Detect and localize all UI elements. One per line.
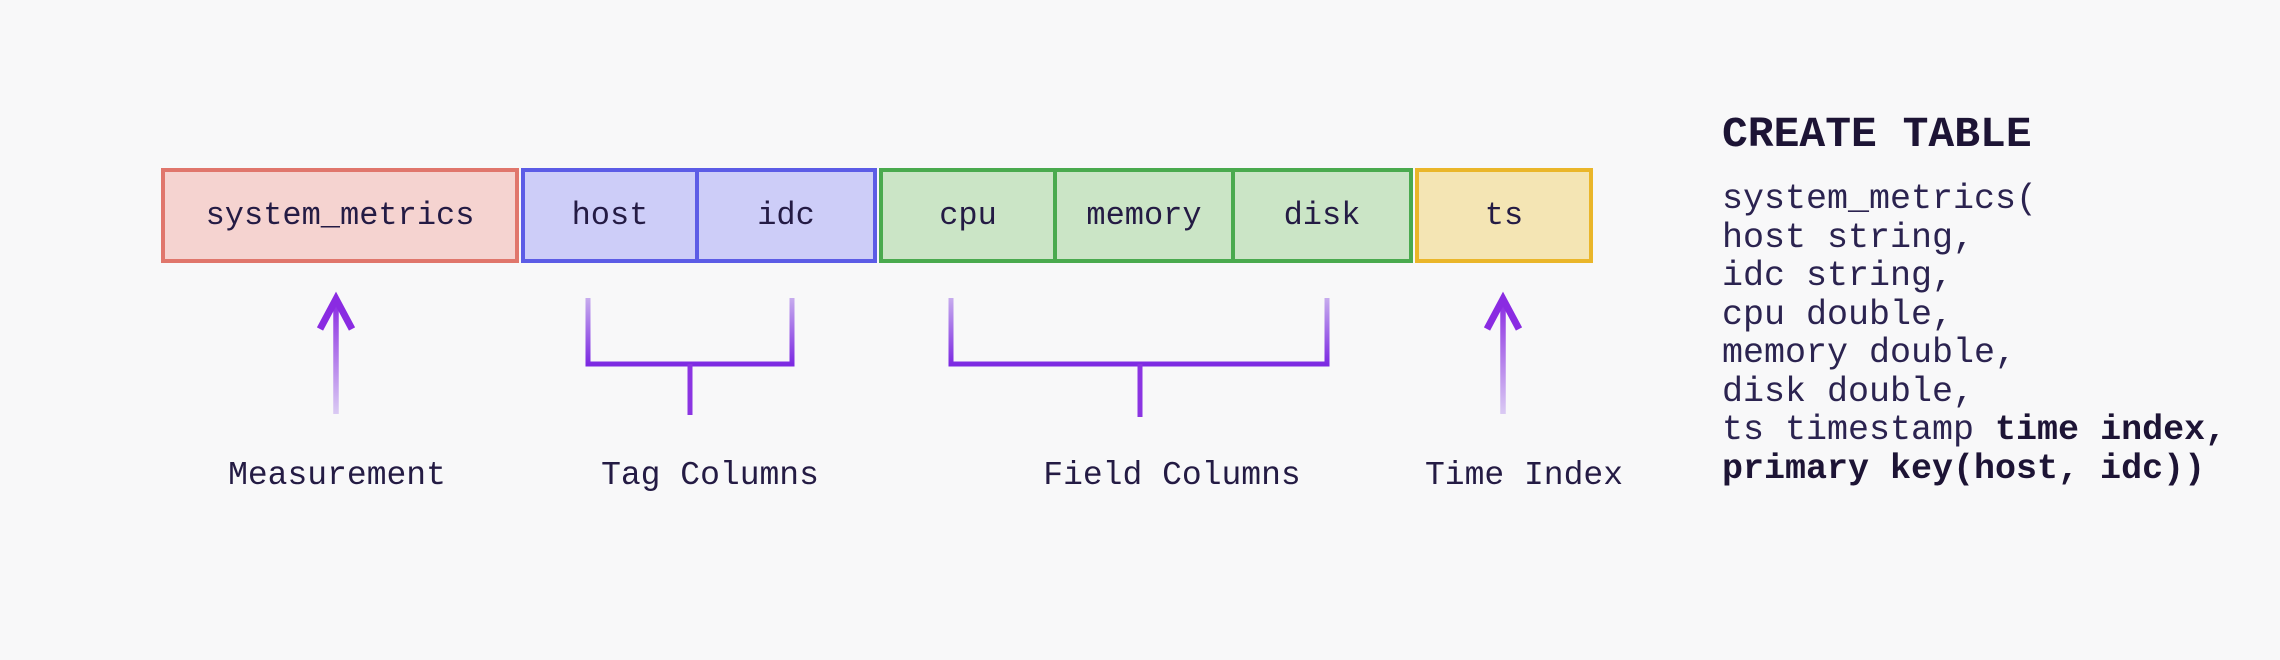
box-memory: memory [1053, 168, 1235, 263]
sql-line: ts timestamp time index, [1722, 411, 2226, 450]
box-label: system_metrics [205, 197, 475, 234]
sql-body: system_metrics( host string, idc string,… [1722, 180, 2226, 488]
box-label: cpu [939, 197, 997, 234]
label-field-columns: Field Columns [1043, 457, 1301, 494]
sql-line: primary key(host, idc)) [1722, 448, 2226, 489]
box-label: ts [1484, 197, 1524, 234]
tag-columns-bracket-icon [585, 298, 795, 415]
time-index-arrow-icon [1483, 291, 1523, 414]
box-label: idc [757, 197, 815, 234]
box-label: host [571, 197, 649, 234]
box-disk: disk [1231, 168, 1413, 263]
sql-panel: CREATE TABLE system_metrics( host string… [1722, 112, 2226, 488]
box-label: memory [1086, 197, 1202, 234]
box-label: disk [1283, 197, 1361, 234]
sql-line: idc string, [1722, 257, 2226, 296]
sql-line: disk double, [1722, 371, 2226, 412]
box-idc: idc [695, 168, 877, 263]
sql-line: cpu double, [1722, 294, 2226, 335]
box-cpu: cpu [879, 168, 1057, 263]
field-columns-bracket-icon [948, 298, 1330, 417]
sql-text: cpu double, [1722, 294, 1954, 335]
label-tag-columns: Tag Columns [601, 457, 819, 494]
box-system-metrics: system_metrics [161, 168, 519, 263]
sql-text: host string, [1722, 217, 1975, 258]
sql-text: ts timestamp [1722, 410, 1996, 450]
sql-text: system_metrics( [1722, 179, 2038, 219]
sql-text-bold: primary key(host, idc)) [1722, 448, 2206, 489]
sql-line: host string, [1722, 217, 2226, 258]
measurement-arrow-icon [316, 291, 356, 414]
sql-text: disk double, [1722, 371, 1975, 412]
sql-text-bold: time index, [1995, 410, 2227, 450]
sql-line: system_metrics( [1722, 180, 2226, 219]
box-host: host [521, 168, 699, 263]
label-time-index: Time Index [1424, 457, 1624, 494]
sql-line: memory double, [1722, 334, 2226, 373]
sql-text: memory double, [1722, 333, 2017, 373]
sql-heading: CREATE TABLE [1722, 110, 2032, 159]
sql-text: idc string, [1722, 256, 1954, 296]
box-ts: ts [1415, 168, 1593, 263]
label-measurement: Measurement [228, 457, 446, 494]
